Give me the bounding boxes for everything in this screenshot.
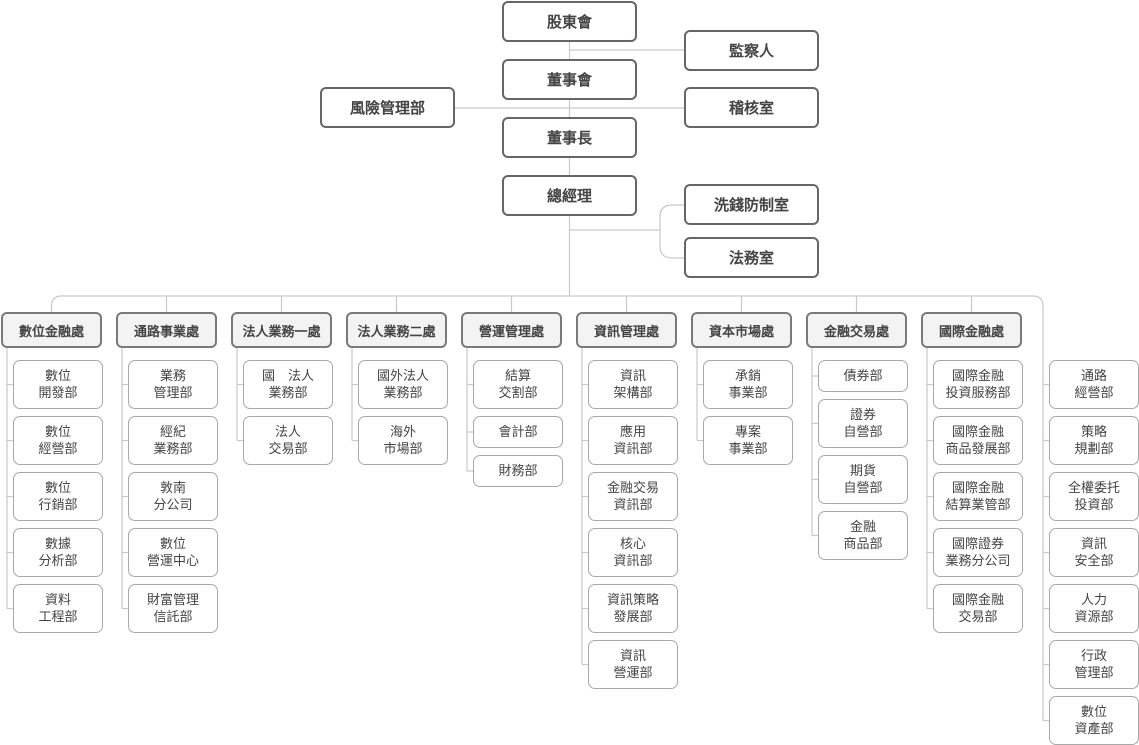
department-box: 資訊 架構部 (588, 360, 678, 409)
direct-department-box: 人力 資源部 (1049, 584, 1139, 633)
division-box: 資訊管理處 (576, 312, 677, 348)
department-box: 國外法人 業務部 (358, 360, 448, 409)
direct-department-box: 通路 經營部 (1049, 360, 1139, 409)
department-box: 業務 管理部 (128, 360, 218, 409)
president-box: 總經理 (502, 175, 637, 216)
department-box: 數位 行銷部 (13, 472, 103, 521)
board-box: 董事會 (502, 59, 637, 100)
department-box: 結算 交割部 (473, 360, 563, 409)
risk-management-box: 風險管理部 (320, 87, 455, 128)
audit-box: 稽核室 (684, 87, 819, 128)
department-box: 數據 分析部 (13, 528, 103, 577)
department-box: 金融交易 資訊部 (588, 472, 678, 521)
direct-department-box: 資訊 安全部 (1049, 528, 1139, 577)
supervisor-box: 監察人 (684, 30, 819, 71)
department-box: 國際金融 交易部 (933, 584, 1023, 633)
legal-box: 法務室 (684, 237, 819, 278)
direct-department-box: 策略 規劃部 (1049, 416, 1139, 465)
chairman-box: 董事長 (502, 117, 637, 158)
department-box: 債券部 (818, 360, 908, 392)
department-box: 法人 交易部 (243, 416, 333, 465)
department-box: 海外 市場部 (358, 416, 448, 465)
department-box: 資料 工程部 (13, 584, 103, 633)
department-box: 數位 經營部 (13, 416, 103, 465)
division-box: 通路事業處 (116, 312, 217, 348)
division-box: 金融交易處 (806, 312, 907, 348)
department-box: 數位 開發部 (13, 360, 103, 409)
department-box: 資訊策略 發展部 (588, 584, 678, 633)
division-box: 資本市場處 (691, 312, 792, 348)
aml-box: 洗錢防制室 (684, 184, 819, 225)
division-box: 法人業務二處 (346, 312, 447, 348)
department-box: 國 法人 業務部 (243, 360, 333, 409)
division-box: 數位金融處 (1, 312, 102, 348)
direct-department-box: 數位 資產部 (1049, 696, 1139, 745)
department-box: 國際金融 結算業管部 (933, 472, 1023, 521)
department-box: 經紀 業務部 (128, 416, 218, 465)
department-box: 國際金融 商品發展部 (933, 416, 1023, 465)
department-box: 國際證券 業務分公司 (933, 528, 1023, 577)
department-box: 會計部 (473, 416, 563, 448)
legal-branch-bracket (659, 204, 684, 259)
division-box: 國際金融處 (921, 312, 1022, 348)
department-box: 金融 商品部 (818, 511, 908, 560)
department-box: 財務部 (473, 455, 563, 487)
department-box: 證券 自營部 (818, 399, 908, 448)
division-box: 營運管理處 (461, 312, 562, 348)
department-box: 期貨 自營部 (818, 455, 908, 504)
shareholders-box: 股東會 (502, 1, 637, 42)
department-box: 數位 營運中心 (128, 528, 218, 577)
department-box: 國際金融 投資服務部 (933, 360, 1023, 409)
department-box: 敦南 分公司 (128, 472, 218, 521)
department-box: 承銷 事業部 (703, 360, 793, 409)
department-box: 財富管理 信託部 (128, 584, 218, 633)
division-box: 法人業務一處 (231, 312, 332, 348)
division-bus-line (50, 295, 1044, 312)
department-box: 應用 資訊部 (588, 416, 678, 465)
department-box: 專案 事業部 (703, 416, 793, 465)
direct-department-box: 行政 管理部 (1049, 640, 1139, 689)
direct-department-box: 全權委托 投資部 (1049, 472, 1139, 521)
department-box: 資訊 營運部 (588, 640, 678, 689)
department-box: 核心 資訊部 (588, 528, 678, 577)
